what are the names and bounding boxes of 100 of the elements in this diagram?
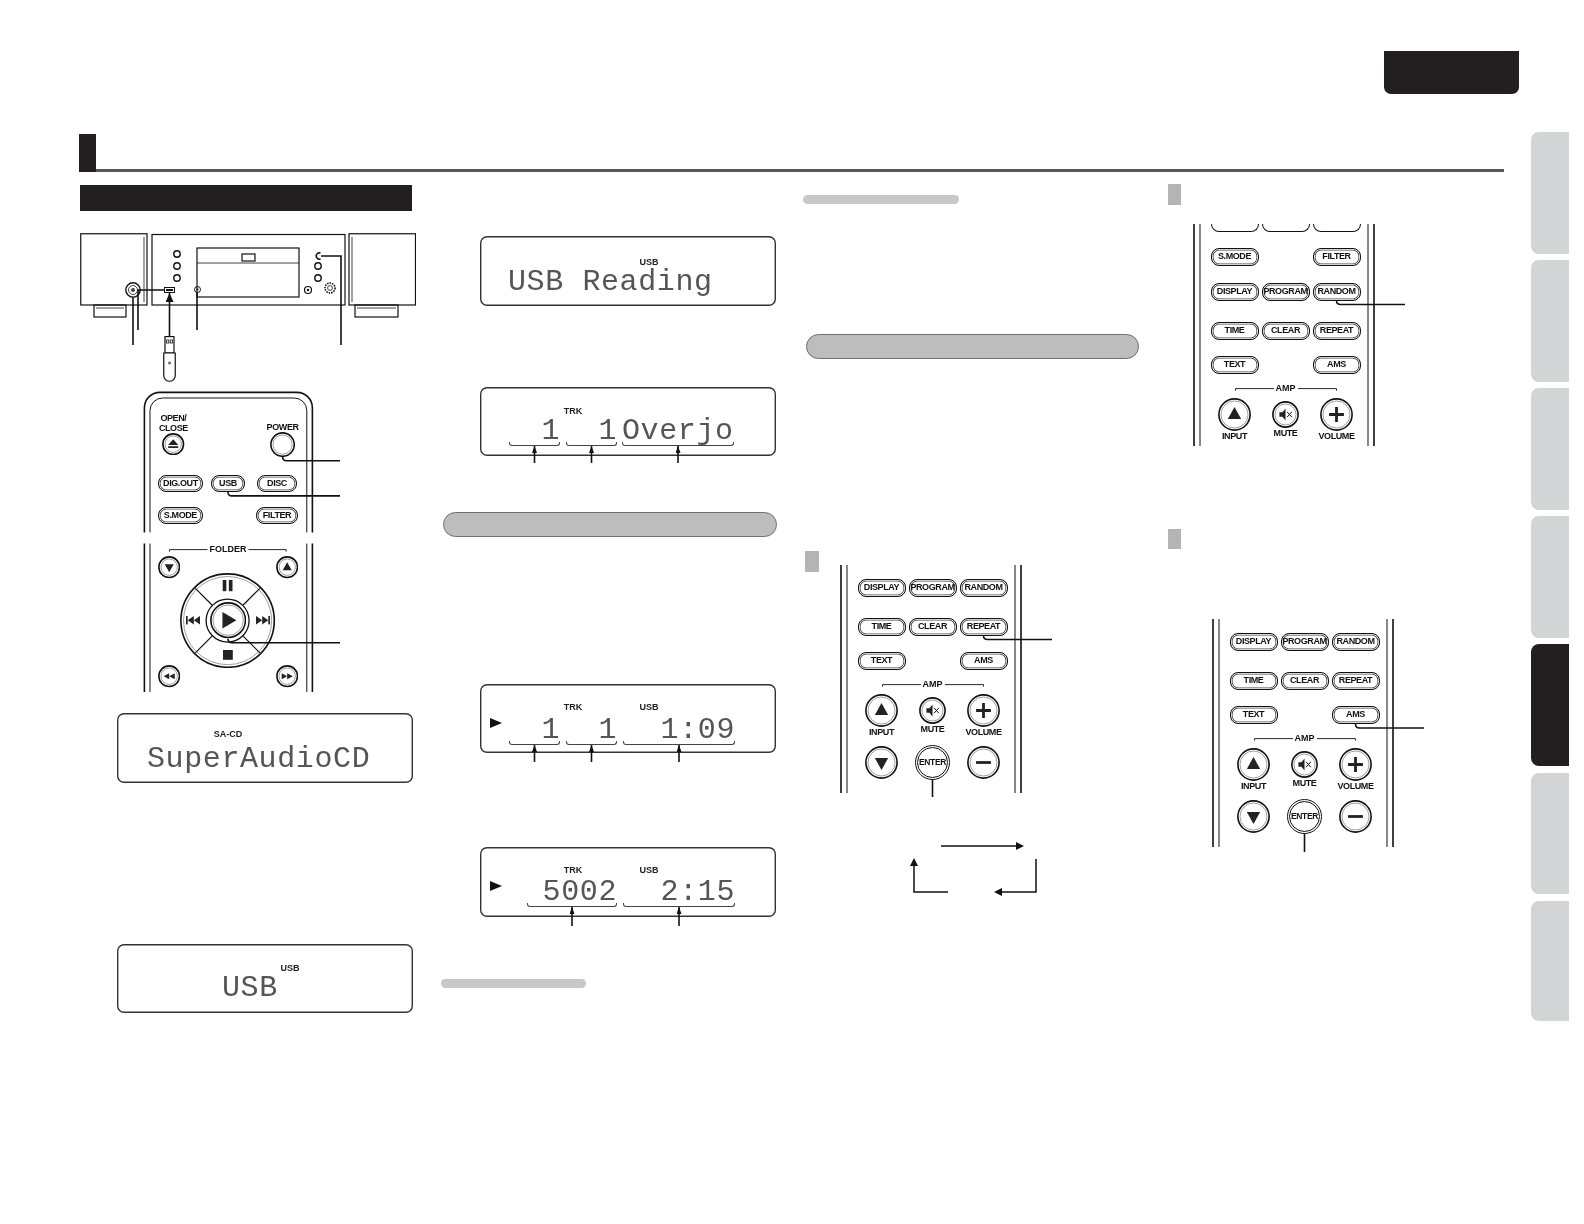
down-button-icon bbox=[865, 745, 898, 779]
leader-line bbox=[196, 291, 198, 331]
section-heading-bar bbox=[80, 185, 412, 211]
lcd-display bbox=[480, 387, 776, 456]
display-text: 1:09 bbox=[660, 719, 735, 741]
arrow bbox=[165, 292, 174, 337]
display-indicator: USB bbox=[639, 865, 659, 875]
remote-button bbox=[1210, 224, 1259, 232]
leader-line bbox=[1354, 723, 1425, 729]
remote-button bbox=[1312, 224, 1361, 232]
leader-line bbox=[132, 297, 134, 346]
leader-line bbox=[281, 455, 341, 462]
button-label: POWER bbox=[266, 421, 299, 432]
remote-button: RANDOM bbox=[1331, 632, 1380, 651]
button-label: INPUT bbox=[1241, 781, 1266, 791]
remote-button: ENTER bbox=[1287, 798, 1322, 834]
button-label: INPUT bbox=[869, 727, 894, 737]
remote-button: PROGRAM bbox=[1280, 632, 1329, 651]
side-tab bbox=[1531, 773, 1569, 894]
remote-button: TIME bbox=[857, 617, 906, 636]
arrow bbox=[676, 906, 682, 927]
group-label: AMP bbox=[920, 678, 945, 689]
display-indicator: USB bbox=[639, 702, 659, 712]
side-tab bbox=[1531, 260, 1569, 382]
usb-port-icon bbox=[164, 287, 175, 293]
button-label: MUTE bbox=[1292, 778, 1317, 788]
remote-button: DISPLAY bbox=[1229, 632, 1278, 651]
display-text: USB bbox=[222, 977, 278, 999]
remote-button: USB bbox=[211, 474, 245, 492]
down-button-icon bbox=[158, 556, 181, 579]
display-text: 1 bbox=[598, 719, 617, 741]
arrow bbox=[589, 445, 594, 464]
remote-button bbox=[1261, 224, 1310, 232]
remote-button: TEXT bbox=[1229, 706, 1278, 724]
play-button-icon bbox=[209, 602, 247, 639]
remote-button: CLEAR bbox=[1280, 671, 1329, 690]
button-label: VOLUME bbox=[965, 727, 1002, 737]
rewind-button-icon bbox=[158, 665, 181, 688]
leader-line bbox=[982, 634, 1053, 641]
minus-button-icon bbox=[1339, 799, 1372, 833]
lcd-display bbox=[117, 713, 413, 783]
remote-button: AMS bbox=[959, 652, 1008, 670]
arrow bbox=[532, 744, 537, 763]
remote-button: RANDOM bbox=[959, 578, 1008, 597]
remote-button: AMS bbox=[1312, 356, 1361, 374]
group-label: FOLDER bbox=[207, 544, 249, 555]
arrow bbox=[569, 906, 575, 927]
group-label: AMP bbox=[1273, 382, 1298, 393]
remote-button: CLEAR bbox=[908, 617, 957, 636]
arrow bbox=[676, 744, 682, 763]
side-tab bbox=[1531, 901, 1569, 1021]
display-indicator: TRK bbox=[563, 702, 583, 712]
down-button-icon bbox=[1237, 799, 1270, 833]
remote-button: CLEAR bbox=[1261, 321, 1310, 340]
remote-button: TEXT bbox=[857, 652, 906, 670]
remote-button: TEXT bbox=[1210, 356, 1259, 374]
display-indicator: SA-CD bbox=[213, 729, 243, 739]
leader-line bbox=[227, 638, 341, 644]
remote-button: TIME bbox=[1229, 671, 1278, 690]
usb-stick-drawing bbox=[163, 336, 176, 382]
up-button-icon bbox=[275, 556, 298, 579]
remote-button: PROGRAM bbox=[908, 578, 957, 597]
leader-line bbox=[1303, 832, 1306, 853]
minus-button-icon bbox=[967, 745, 1000, 779]
socket-icon bbox=[193, 285, 201, 293]
arrow bbox=[675, 445, 681, 464]
remote-button: REPEAT bbox=[1331, 671, 1380, 690]
display-text: 1 bbox=[541, 420, 560, 442]
remote-button: RANDOM bbox=[1312, 282, 1361, 301]
lcd-display bbox=[117, 944, 413, 1013]
leader-line bbox=[1335, 299, 1406, 306]
side-tab bbox=[1531, 388, 1569, 510]
display-text: 5002 bbox=[542, 881, 617, 903]
section-bar bbox=[806, 334, 1139, 359]
remote-button: ENTER bbox=[915, 744, 950, 780]
button-label: INPUT bbox=[1222, 431, 1247, 441]
remote-button: FILTER bbox=[1312, 248, 1361, 266]
display-text: 1 bbox=[541, 719, 560, 741]
arrow bbox=[532, 445, 537, 464]
remote-button: FILTER bbox=[256, 507, 298, 525]
display-indicator: TRK bbox=[563, 865, 583, 875]
remote-button: PROGRAM bbox=[1261, 282, 1310, 301]
lcd-display bbox=[480, 847, 776, 917]
lcd-display bbox=[480, 236, 776, 306]
display-text: 1 bbox=[598, 420, 617, 442]
remote-button: DISPLAY bbox=[1210, 282, 1259, 301]
remote-button: AMS bbox=[1331, 706, 1380, 724]
display-indicator: TRK bbox=[563, 406, 583, 416]
display-text: 2:15 bbox=[660, 881, 735, 903]
remote-button: TIME bbox=[1210, 321, 1259, 340]
knob-icon bbox=[125, 282, 141, 298]
display-indicator: USB bbox=[639, 257, 659, 267]
leader-line bbox=[931, 778, 934, 798]
leader-line bbox=[137, 289, 165, 331]
remote-button: S.MODE bbox=[157, 507, 203, 525]
fast-forward-button-icon bbox=[275, 665, 298, 688]
leader-line bbox=[320, 255, 342, 346]
button-label: OPEN/ CLOSE bbox=[158, 413, 188, 433]
remote-button: DISPLAY bbox=[857, 578, 906, 597]
button-label: VOLUME bbox=[1337, 781, 1374, 791]
